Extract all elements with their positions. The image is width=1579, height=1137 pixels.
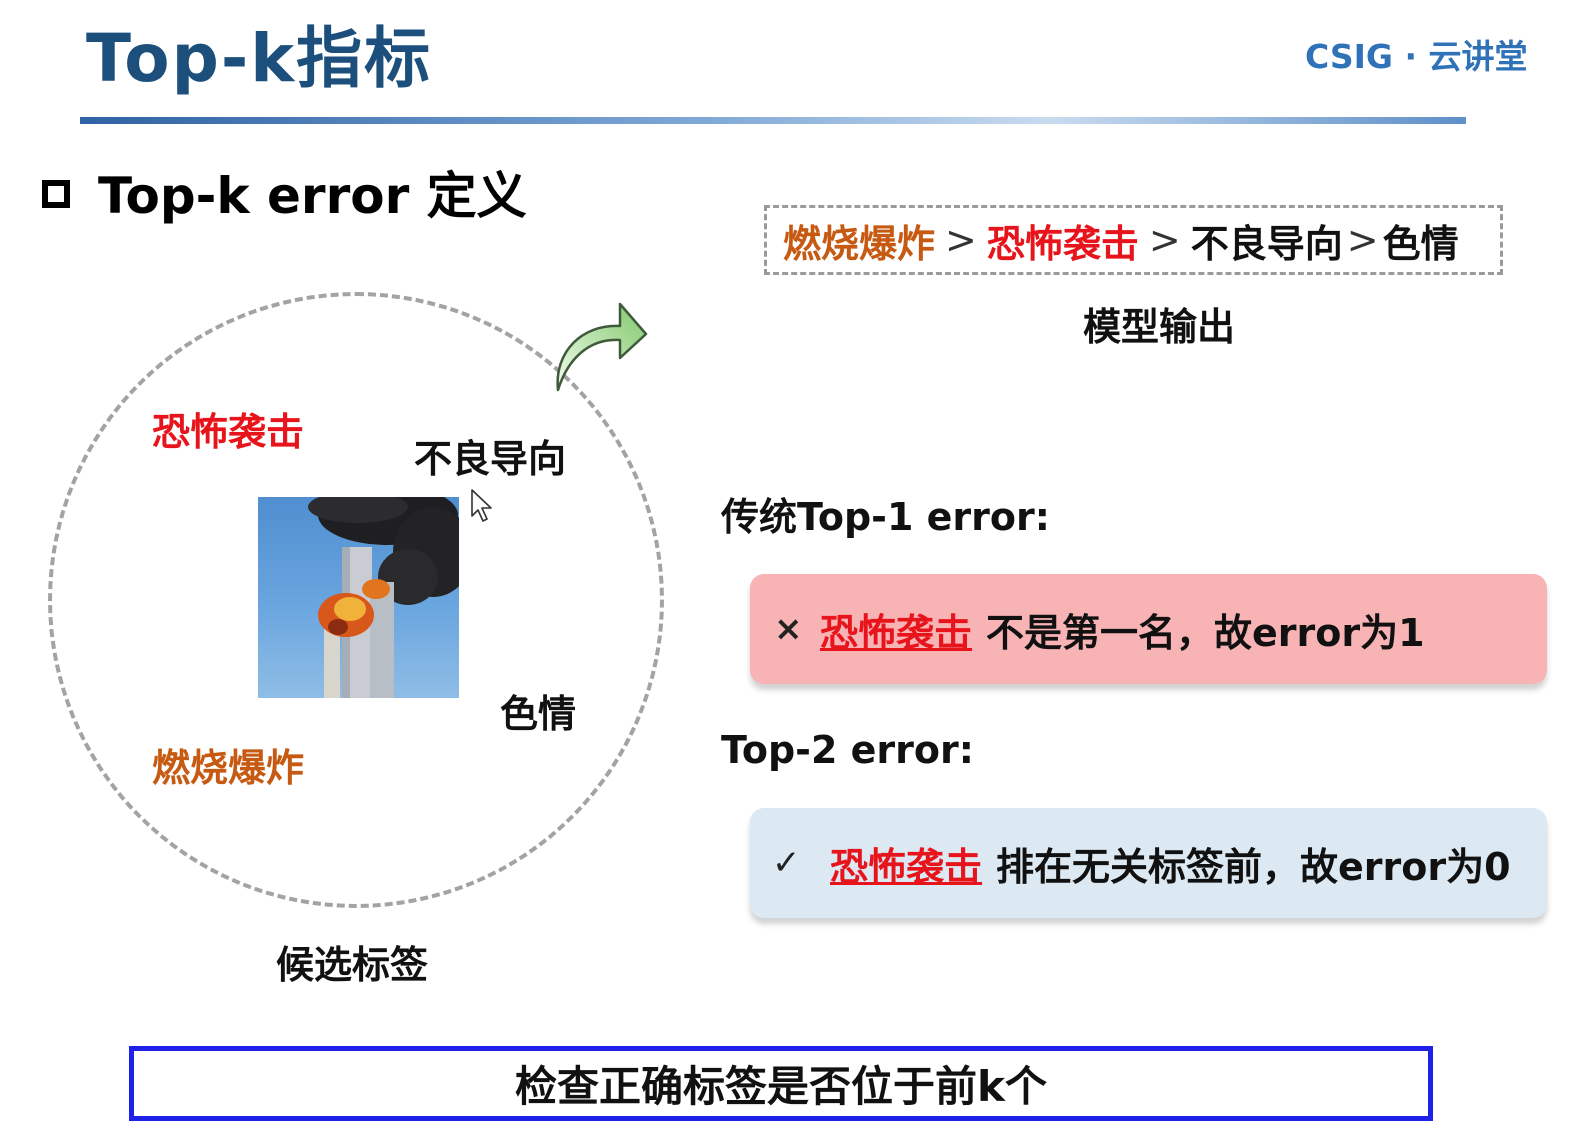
check-icon: ✓ [772,843,801,883]
rank-item-3: 不良导向 [1190,221,1343,266]
cross-icon: × [774,609,803,649]
title-underline [80,117,1466,124]
rank-separator: > [1346,218,1379,262]
model-output-ranking: 燃烧爆炸 > 恐怖袭击 > 不良导向 > 色情 [764,205,1503,275]
candidate-label-misleading: 不良导向 [414,437,567,481]
top1-result-box: × 恐怖袭击 不是第一名，故error为1 [750,574,1547,684]
rank-item-1: 燃烧爆炸 [783,221,936,266]
top1-keyword: 恐怖袭击 [820,610,973,655]
top2-heading: Top-2 error: [721,728,974,772]
rank-separator: > [1148,218,1181,262]
model-output-caption: 模型输出 [1083,305,1236,349]
bullet-square-icon [42,180,70,208]
burning-towers-illustration [308,497,459,698]
candidate-label-explosion: 燃烧爆炸 [152,746,305,790]
candidate-label-terror: 恐怖袭击 [152,410,305,454]
mouse-cursor-icon [471,489,492,522]
green-arrow-icon [556,302,648,392]
candidate-caption: 候选标签 [276,943,429,987]
top1-text: 不是第一名，故error为1 [986,610,1425,655]
rank-item-4: 色情 [1382,221,1459,266]
conclusion-box: 检查正确标签是否位于前k个 [129,1046,1433,1121]
candidate-label-porn: 色情 [500,692,577,736]
candidate-circle [48,292,664,908]
sample-image [258,497,459,698]
top2-result-box: ✓ 恐怖袭击 排在无关标签前，故error为0 [750,808,1547,918]
csig-logo: CSIG · 云讲堂 [1305,37,1528,76]
top2-keyword: 恐怖袭击 [830,844,983,889]
page-title: Top-k指标 [86,20,433,97]
rank-separator: > [945,218,977,262]
top2-text: 排在无关标签前，故error为0 [996,844,1511,889]
section-heading: Top-k error 定义 [98,167,527,225]
rank-item-2: 恐怖袭击 [986,221,1139,266]
top1-heading: 传统Top-1 error: [721,495,1050,539]
